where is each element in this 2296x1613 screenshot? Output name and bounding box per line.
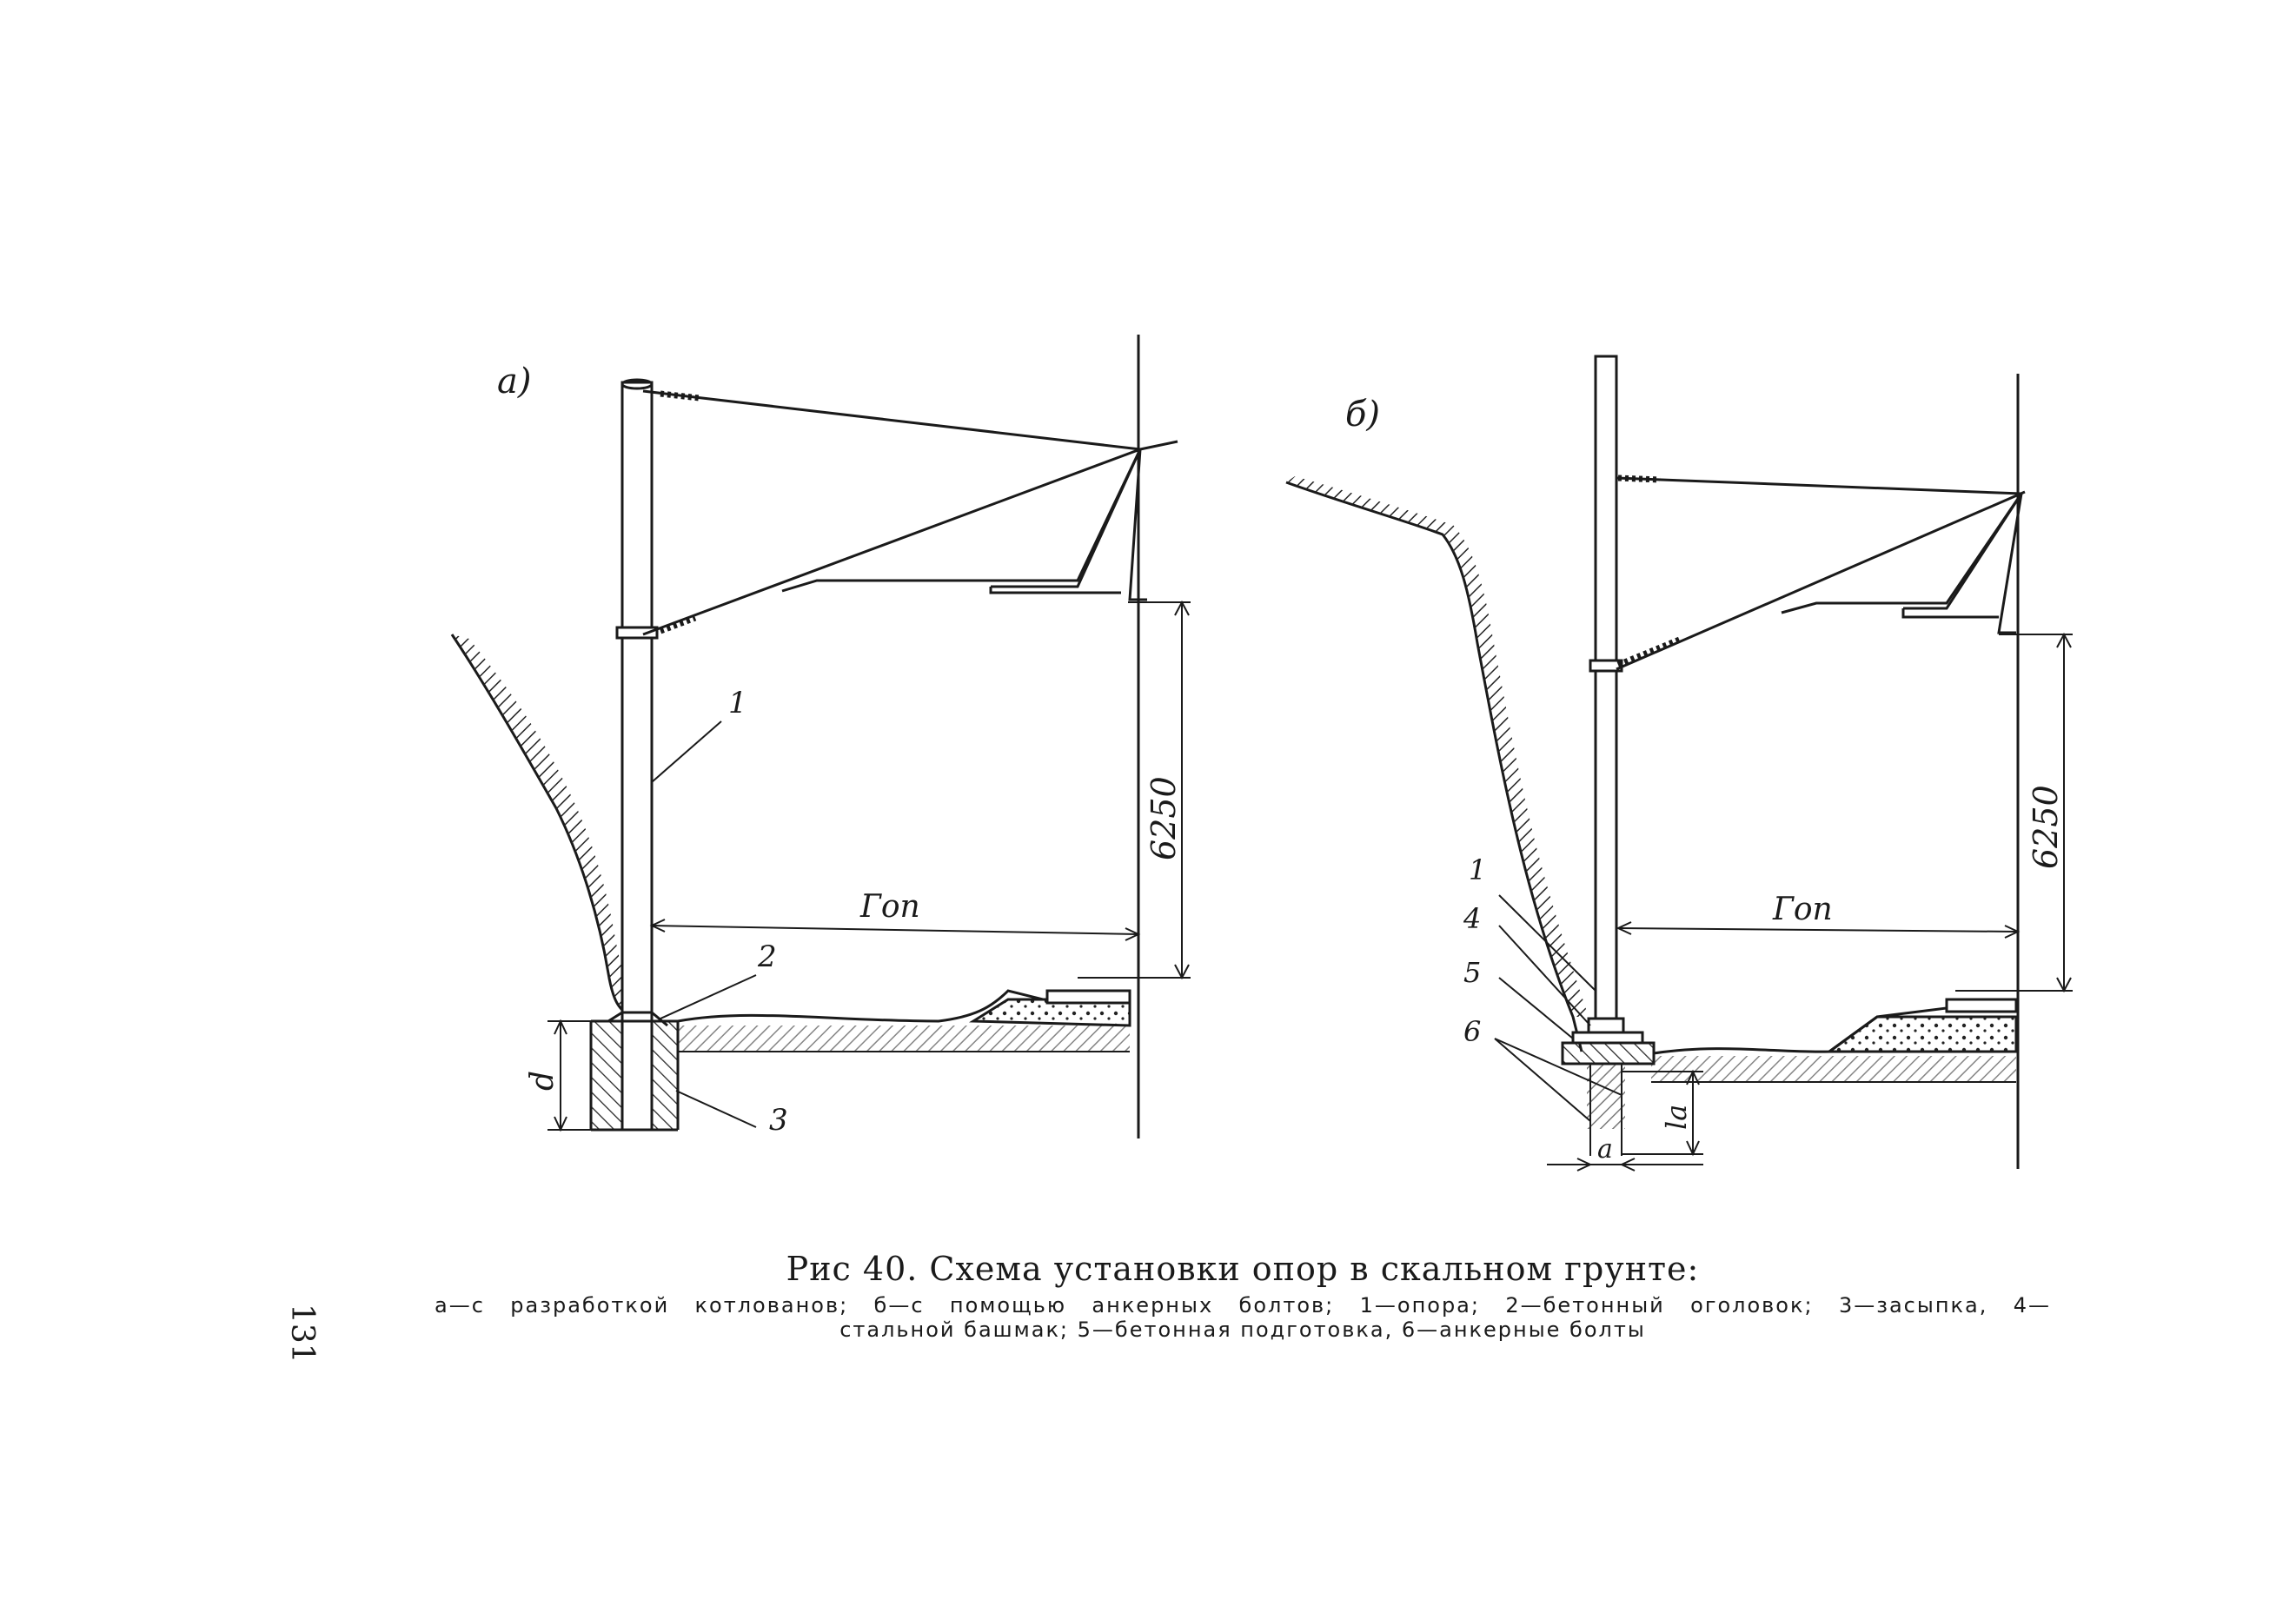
callout-6-b: 6: [1463, 1015, 1481, 1048]
concrete-head: [607, 1011, 668, 1027]
anchor-depth-value: la: [1660, 1105, 1693, 1130]
page-number: 131: [284, 1304, 320, 1364]
upper-stay: [642, 389, 1141, 451]
pole-b: [1594, 355, 1618, 1029]
contact-wire-bracket: [991, 448, 1147, 601]
height-dimension-value-b: 6250: [2027, 785, 2065, 869]
span-dimension-value: Гоп: [859, 889, 920, 925]
offset-dimension-value: a: [1597, 1134, 1613, 1165]
cantilever-arm: [642, 448, 1141, 636]
pit-pole-section: [620, 1019, 654, 1132]
sleeper: [1045, 989, 1131, 1005]
ballast-b: [1825, 1015, 2018, 1053]
insulator-lower: [659, 614, 697, 634]
ground-line: [591, 989, 1130, 1023]
panel-a: а): [450, 335, 1191, 1138]
height-dimension-value: 6250: [1145, 776, 1183, 860]
cantilever-arm-b: [1616, 490, 2026, 671]
insulator-lower-b: [1616, 635, 1683, 668]
callout-4-b: 4: [1463, 902, 1481, 935]
contact-wire-b: [1903, 493, 2023, 634]
panel-b-label: б): [1345, 395, 1380, 435]
callout-1-a: 1: [728, 686, 747, 720]
messenger-wire-b: [1781, 493, 2023, 614]
figure-legend-line-2: стальной башмак; 5—бетонная подготовка, …: [839, 1318, 1646, 1342]
span-dimension-line: [651, 925, 1139, 935]
ground-hatch: [678, 1026, 1130, 1052]
span-dimension-line-b: [1617, 927, 2019, 933]
upper-stay-b: [1616, 476, 2022, 495]
depth-dimension-value: d: [525, 1071, 561, 1091]
panel-b: б) 6250: [1285, 355, 2073, 1172]
callout-5-b: 5: [1463, 956, 1481, 989]
callout-1-b: 1: [1469, 853, 1486, 886]
steady-arm: [989, 587, 1121, 594]
pole-top: [620, 378, 654, 390]
callout-3-a: 3: [769, 1103, 788, 1138]
rock-slope-b-hatch: [1286, 476, 1589, 1017]
figure-caption: Рис 40. Схема установки опор в скальном …: [435, 1250, 2051, 1342]
rock-slope-hatch: [452, 634, 645, 1017]
callout-2-a: 2: [757, 939, 777, 974]
pole: [620, 381, 654, 1132]
figure-legend-line-1: а—с разработкой котлованов; б—с помощью …: [435, 1293, 2051, 1318]
steel-shoe: [1571, 1031, 1644, 1045]
concrete-prep: [1561, 1041, 1656, 1065]
sleeper-b: [1945, 998, 2018, 1013]
pole-clamp-bracket: [615, 626, 659, 640]
upper-stay-ext: [1139, 440, 1178, 451]
insulator-upper-b: [1617, 475, 1661, 483]
panel-a-label: а): [497, 362, 531, 402]
span-dimension-value-b: Гоп: [1772, 892, 1833, 927]
pole-b-shoe: [1587, 1017, 1625, 1034]
figure-title: Рис 40. Схема установки опор в скальном …: [786, 1250, 1700, 1288]
